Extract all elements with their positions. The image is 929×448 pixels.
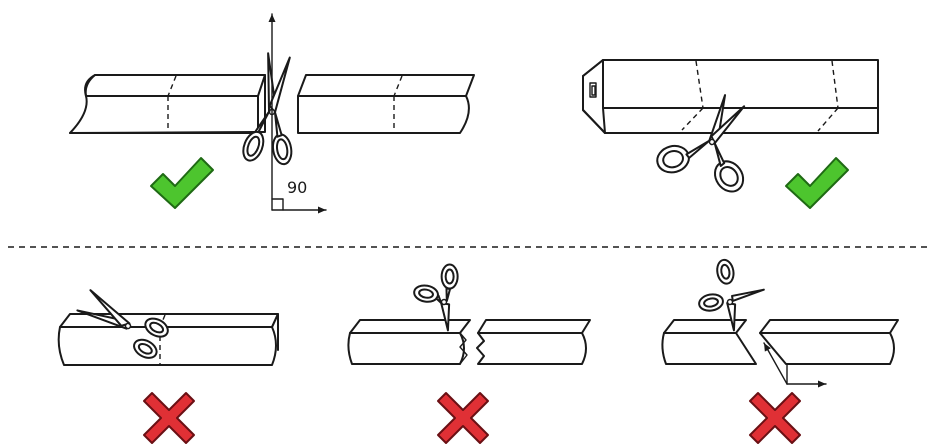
- scissors-icon: [656, 94, 746, 193]
- panel-wrong-angled-cut: [661, 258, 899, 444]
- angle-arrow: [763, 342, 788, 385]
- panel-correct-cut-from-below: [582, 59, 879, 209]
- scissors-icon: [698, 258, 765, 332]
- panel-wrong-jagged-cut: [347, 263, 591, 444]
- cross-icon: [143, 392, 195, 444]
- panel-correct-perpendicular-cut: 90: [69, 13, 475, 214]
- cross-icon: [437, 392, 489, 444]
- check-icon: [785, 157, 849, 209]
- tape-left-piece: [661, 319, 757, 365]
- tape-left-piece: [347, 319, 471, 365]
- scissors-icon: [413, 263, 459, 332]
- scissors-icon: [76, 289, 169, 359]
- tape-piece: [57, 313, 279, 366]
- tape-right-piece: [759, 319, 899, 365]
- right-angle-marker: [271, 198, 284, 211]
- tape-long-piece: [582, 59, 879, 134]
- tape-right-piece: [297, 74, 475, 134]
- tape-right-piece: [476, 319, 591, 365]
- check-icon: [150, 157, 214, 209]
- cross-icon: [749, 392, 801, 444]
- tape-left-piece: [69, 74, 266, 134]
- angle-label: 90: [287, 178, 307, 197]
- panel-wrong-partial-cut: [57, 289, 279, 444]
